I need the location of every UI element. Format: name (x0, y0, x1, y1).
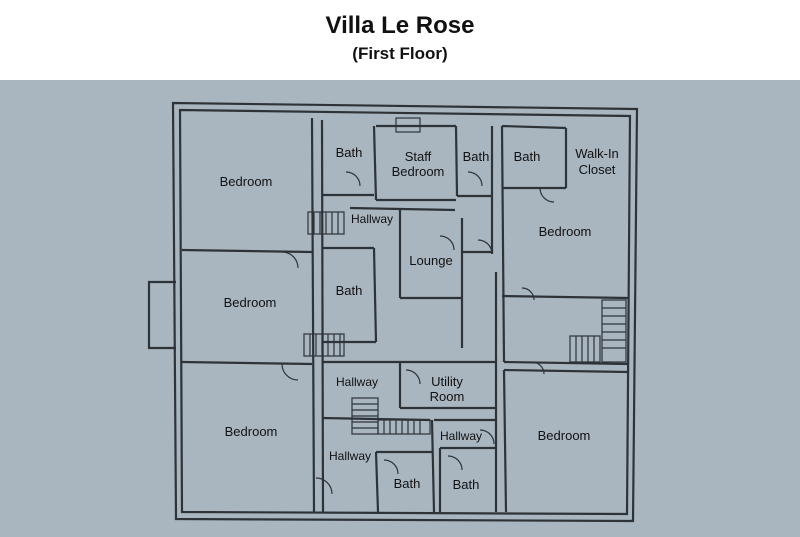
interior-walls (181, 117, 629, 513)
label-staff-bedroom-2: Bedroom (392, 164, 445, 179)
label-bedroom-ne: Bedroom (539, 224, 592, 239)
label-hallway-mid: Hallway (336, 375, 378, 389)
header: Villa Le Rose (First Floor) (0, 0, 800, 80)
label-walkin-2: Closet (579, 162, 616, 177)
doors (281, 171, 555, 495)
label-bedroom-nw: Bedroom (220, 174, 273, 189)
label-bath-5: Bath (394, 476, 421, 491)
label-bedroom-sw: Bedroom (225, 424, 278, 439)
outer-walls (147, 101, 639, 523)
floor-plan-area (0, 80, 800, 537)
label-hallway-low-right: Hallway (440, 429, 482, 443)
label-bath-2: Bath (463, 149, 490, 164)
label-bath-6: Bath (453, 477, 480, 492)
label-bath-1: Bath (336, 145, 363, 160)
page-title: Villa Le Rose (325, 12, 475, 39)
label-bath-3: Bath (514, 149, 541, 164)
label-hallway-low-left: Hallway (329, 449, 371, 463)
label-walkin-1: Walk-In (575, 146, 619, 161)
label-utility-2: Room (430, 389, 465, 404)
label-lounge: Lounge (409, 253, 452, 268)
label-bedroom-se: Bedroom (538, 428, 591, 443)
label-utility-1: Utility (431, 374, 463, 389)
label-bedroom-w: Bedroom (224, 295, 277, 310)
label-hallway-upper: Hallway (351, 212, 393, 226)
stairs (303, 117, 627, 435)
label-staff-bedroom-1: Staff (405, 149, 432, 164)
page-subtitle: (First Floor) (352, 44, 448, 63)
label-bath-4: Bath (336, 283, 363, 298)
room-labels: Bedroom Bedroom Bedroom Bath Staff Bedro… (220, 145, 619, 492)
